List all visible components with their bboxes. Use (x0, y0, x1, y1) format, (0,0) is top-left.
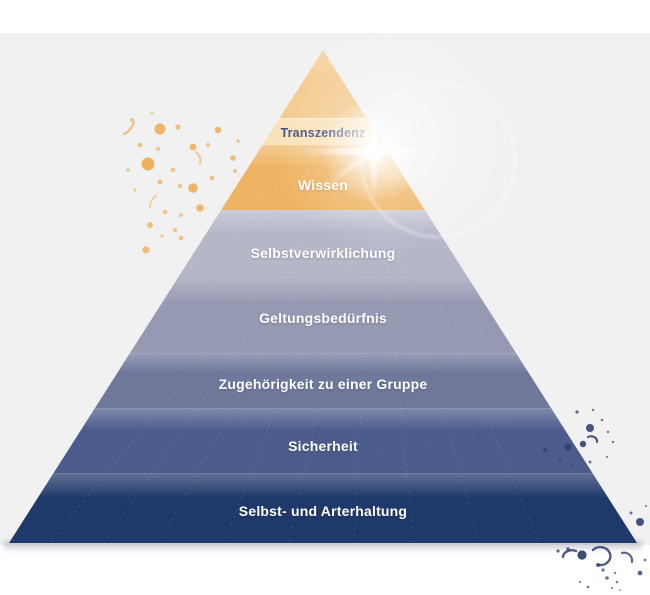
level-label-zugehoerigkeit: Zugehörigkeit zu einer Gruppe (218, 375, 428, 392)
level-label-geltungsbeduerfnis: Geltungsbedürfnis (259, 310, 387, 326)
pyramid-base-shadow (4, 542, 642, 551)
level-label-sicherheit: Sicherheit (288, 437, 358, 454)
pyramid-level-sicherheit: Sicherheit (9, 408, 637, 474)
level-label-selbst-und-arterhaltung: Selbst- und Arterhaltung (238, 503, 408, 519)
level-label-selbstverwirklichung: Selbstverwirklichung (250, 244, 396, 261)
pyramid-level-selbst-und-arterhaltung: Selbst- und Arterhaltung (9, 473, 637, 543)
